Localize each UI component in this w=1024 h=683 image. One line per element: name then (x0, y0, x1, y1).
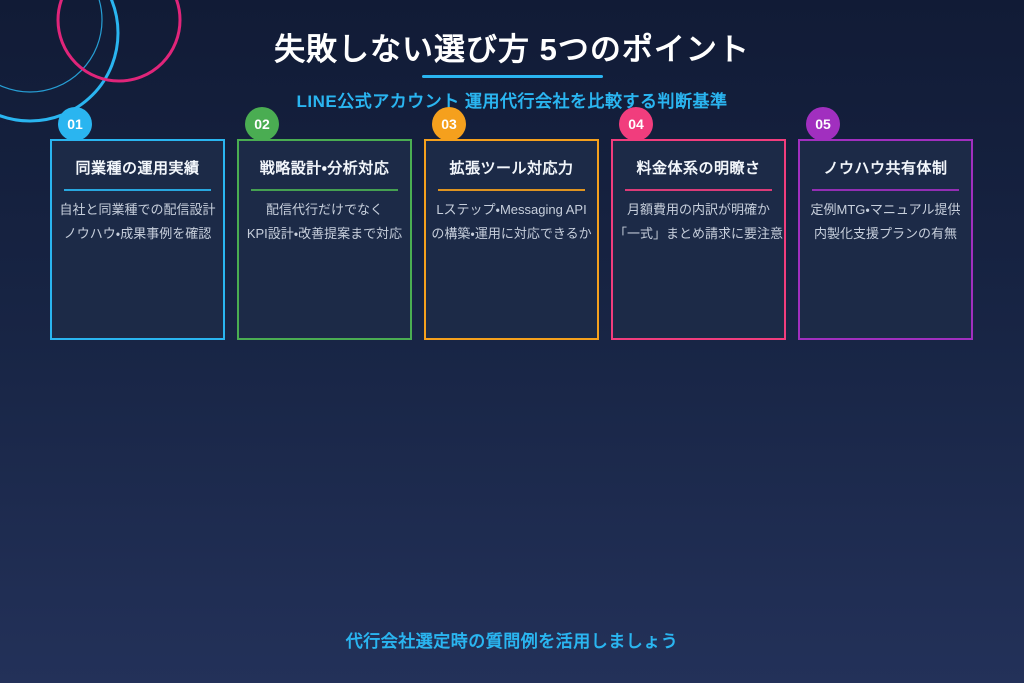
point-number-badge: 05 (806, 107, 840, 141)
card-description: 自社と同業種での配信設計 ノウハウ・成果事例を確認 (52, 198, 223, 246)
card-title-underline (625, 189, 772, 191)
card-description-line: 配信代行だけでなく (265, 202, 383, 217)
card-description-line: 「一式」まとめ請求に要注意 (613, 226, 783, 241)
card-title: 同業種の運用実績 (75, 160, 200, 177)
point-card-4: 04 料金体系の明瞭さ 月額費用の内訳が明確か 「一式」まとめ請求に要注意 (611, 107, 786, 340)
card-title: 料金体系の明瞭さ (636, 160, 761, 177)
point-card-2: 02 戦略設計・分析対応 配信代行だけでなく KPI設計・改善提案まで対応 (237, 107, 412, 340)
point-card-1: 01 同業種の運用実績 自社と同業種での配信設計 ノウハウ・成果事例を確認 (50, 107, 225, 340)
card-description-line: ノウハウ・成果事例を確認 (63, 226, 212, 241)
card-title: ノウハウ共有体制 (823, 160, 948, 177)
point-number-badge: 04 (619, 107, 653, 141)
card-description: 配信代行だけでなく KPI設計・改善提案まで対応 (239, 198, 410, 246)
card-description-line: 内製化支援プランの有無 (813, 226, 957, 241)
header: 失敗しない選び方 5つのポイント LINE公式アカウント 運用代行会社を比較する… (0, 0, 1024, 112)
point-number-badge: 02 (245, 107, 279, 141)
card-title-underline (251, 189, 398, 191)
card-title: 拡張ツール対応力 (449, 160, 574, 177)
title-underline (421, 75, 603, 78)
card-description-line: Lステップ・Messaging API (436, 202, 587, 217)
footer-note: 代行会社選定時の質問例を活用しましょう (345, 632, 679, 651)
point-card-3: 03 拡張ツール対応力 Lステップ・Messaging API の構築・運用に対… (424, 107, 599, 340)
card-description-line: KPI設計・改善提案まで対応 (246, 226, 403, 241)
card-description-line: 自社と同業種での配信設計 (59, 202, 216, 217)
card-description-line: の構築・運用に対応できるか (431, 226, 592, 241)
card-title: 戦略設計・分析対応 (259, 160, 390, 177)
point-number-badge: 01 (58, 107, 92, 141)
card-title-underline (438, 189, 585, 191)
card-description: 月額費用の内訳が明確か 「一式」まとめ請求に要注意 (613, 198, 784, 246)
point-card-5: 05 ノウハウ共有体制 定例MTG・マニュアル提供 内製化支援プランの有無 (798, 107, 973, 340)
card-description-line: 定例MTG・マニュアル提供 (810, 202, 961, 217)
page-subtitle: LINE公式アカウント 運用代行会社を比較する判断基準 (296, 92, 728, 111)
card-description: 定例MTG・マニュアル提供 内製化支援プランの有無 (800, 198, 971, 246)
card-description-line: 月額費用の内訳が明確か (626, 202, 770, 217)
points-row: 01 同業種の運用実績 自社と同業種での配信設計 ノウハウ・成果事例を確認 02… (50, 107, 973, 340)
card-title-underline (812, 189, 959, 191)
page-title: 失敗しない選び方 5つのポイント (274, 32, 750, 67)
card-description: Lステップ・Messaging API の構築・運用に対応できるか (426, 198, 597, 246)
point-number-badge: 03 (432, 107, 466, 141)
card-title-underline (64, 189, 211, 191)
